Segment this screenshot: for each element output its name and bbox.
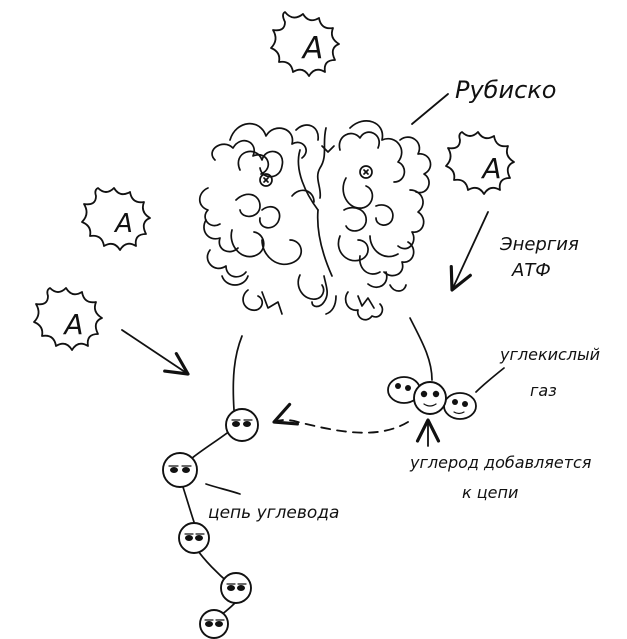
atp-burst-mid-left: A — [81, 187, 151, 251]
energy-label: Энергия — [499, 234, 579, 255]
carbon-label: углерод добавляется — [409, 453, 592, 472]
strand-to-co2 — [409, 317, 433, 381]
atp-letter: A — [62, 308, 83, 341]
rubisco-enzyme — [198, 120, 432, 321]
atp-letter: A — [113, 209, 133, 239]
atp-letter: A — [301, 31, 324, 66]
co2-label-gas: газ — [530, 381, 557, 400]
carb-chain-label: цепь углевода — [208, 503, 339, 523]
rubisco-pointer — [411, 93, 449, 125]
co2-label: углекислый — [499, 345, 600, 364]
strand-to-chain — [232, 335, 243, 411]
carbon-label-chain: к цепи — [462, 483, 518, 502]
co2-pointer — [475, 367, 505, 393]
sugar-unit — [162, 452, 198, 488]
sugar-unit — [178, 522, 210, 554]
rubisco-label: Рубиско — [455, 76, 556, 104]
atp-burst-top: A — [270, 11, 340, 77]
carbohydrate-chain — [162, 408, 259, 639]
atp-label: АТФ — [511, 260, 551, 281]
co2-molecule — [387, 376, 477, 420]
sugar-unit — [199, 609, 229, 639]
atp-burst-right: A — [445, 131, 515, 195]
atp-letter: A — [480, 152, 501, 185]
sugar-unit — [220, 572, 252, 604]
carbon-transfer-dashed-arrow — [272, 402, 409, 434]
sugar-unit — [225, 408, 259, 442]
energy-arrow-left — [121, 329, 190, 376]
atp-burst-left: A — [33, 287, 103, 351]
energy-arrow — [449, 211, 489, 292]
carb-chain-pointer — [205, 483, 241, 495]
